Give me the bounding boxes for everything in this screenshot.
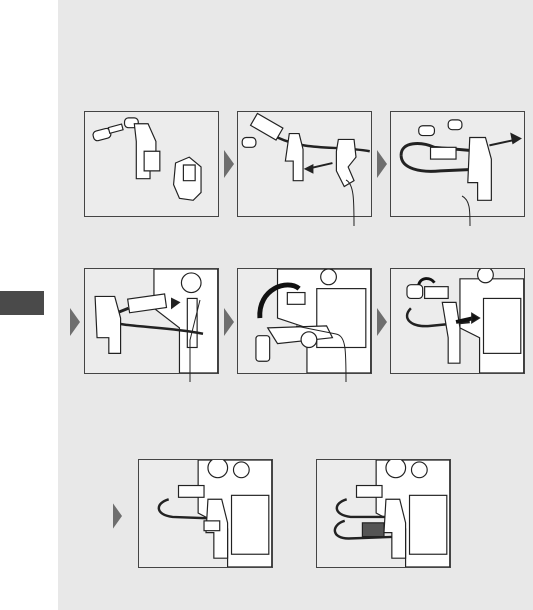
chapter-side-tab: [0, 291, 44, 315]
step-arrow-icon: [70, 308, 80, 336]
two-cables-secured-illustration: [317, 460, 450, 567]
step-arrow-icon: [224, 150, 234, 178]
figure-cable-routed-on-camera: [390, 268, 525, 374]
step-arrow-icon: [224, 308, 234, 336]
single-cable-secured-illustration: [139, 460, 272, 567]
step-arrow-icon: [113, 500, 122, 532]
callout-leader-line: [296, 320, 356, 382]
callout-leader-line: [458, 196, 478, 226]
step-arrow-icon: [377, 150, 387, 178]
callout-leader-line: [186, 300, 206, 382]
step-arrow-icon: [377, 308, 387, 336]
figure-two-cables-secured: [316, 459, 451, 568]
figure-clip-parts: [84, 111, 219, 217]
figure-single-cable-secured: [138, 459, 273, 568]
callout-leader-line: [340, 180, 362, 226]
camera-side-routing-illustration: [391, 269, 524, 373]
clip-parts-illustration: [85, 112, 218, 216]
